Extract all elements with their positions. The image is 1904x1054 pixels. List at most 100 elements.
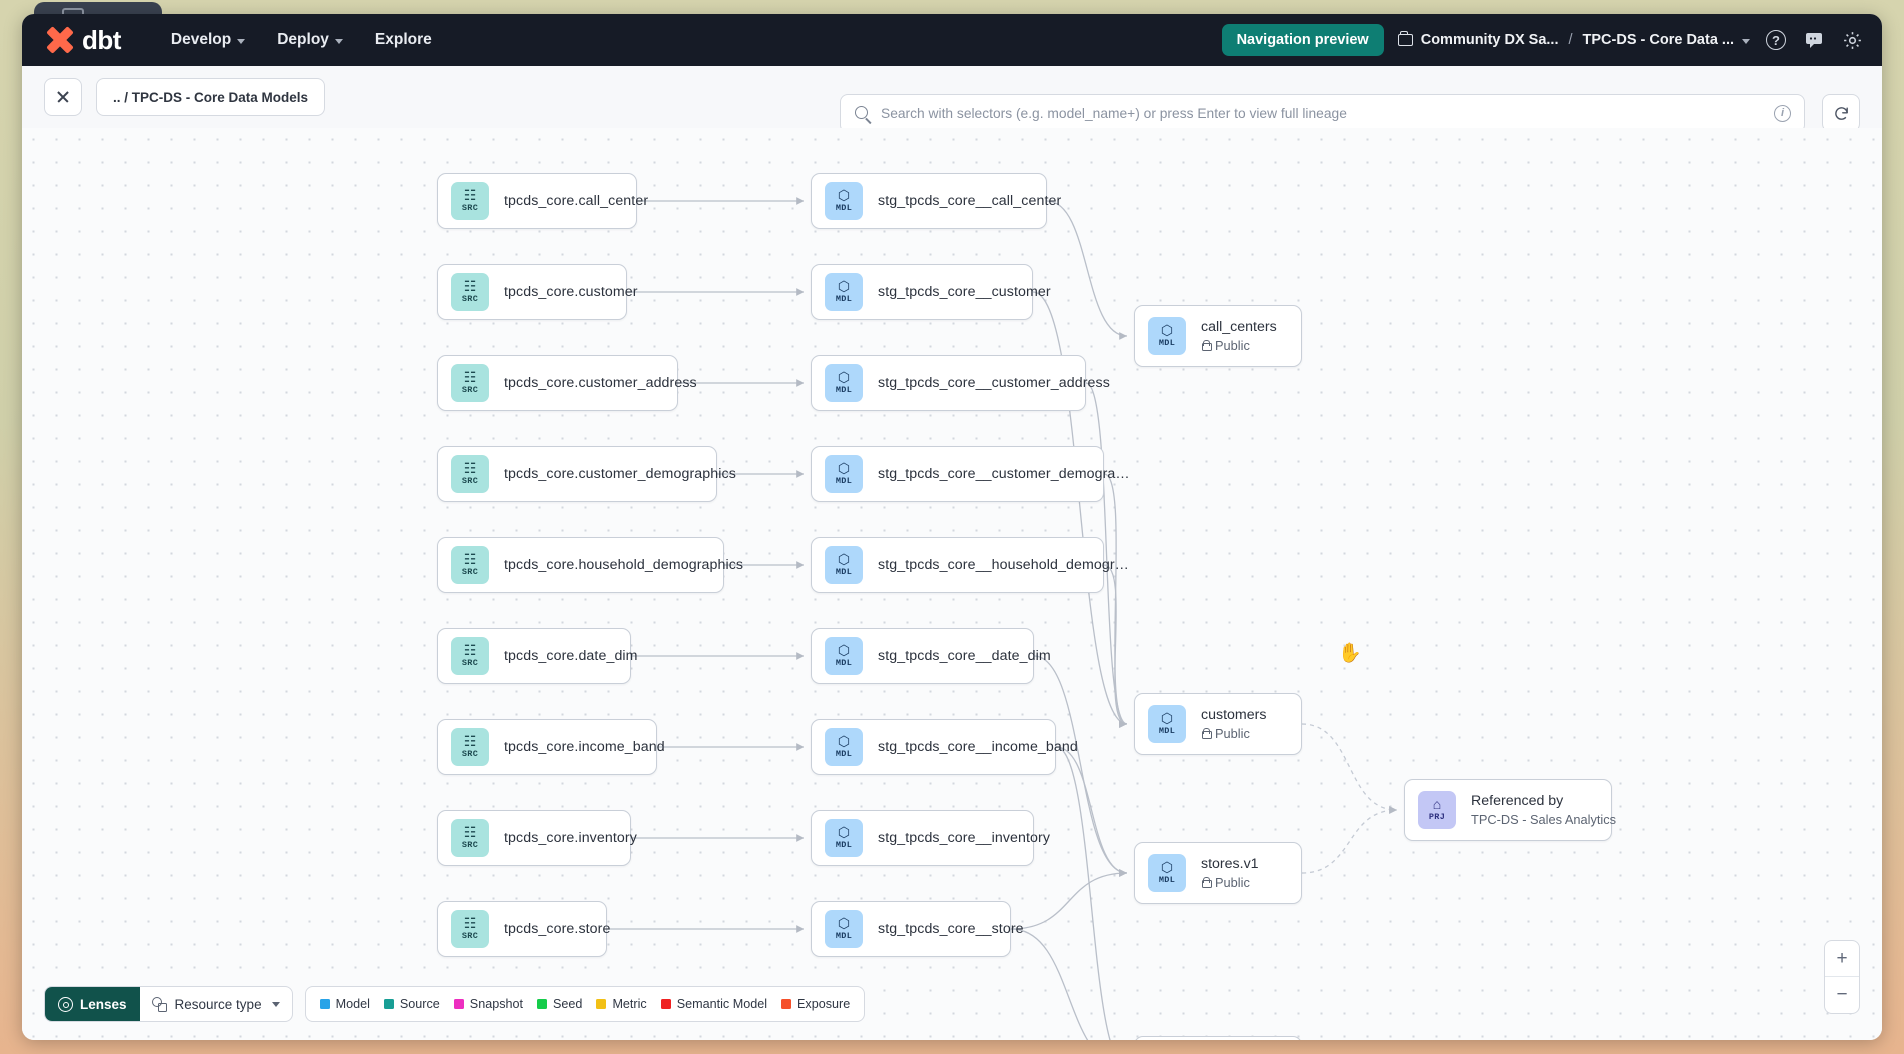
legend-item-metric[interactable]: Metric [596, 997, 647, 1011]
node-label: stg_tpcds_core__customer_address [878, 375, 1110, 391]
lenses-label: Lenses [80, 996, 127, 1012]
dbt-logo[interactable]: dbt [46, 25, 121, 56]
chevron-down-icon [334, 38, 343, 44]
node-text: Referenced by TPC-DS - Sales Analytics [1471, 793, 1616, 827]
help-button[interactable]: ? [1764, 28, 1788, 52]
node-title: stores.v1 [1201, 856, 1259, 872]
badge-glyph: ⬡ [1160, 859, 1174, 875]
nav-item-deploy[interactable]: Deploy [265, 25, 355, 55]
mdl-badge-icon: ⬡MDL [1148, 854, 1186, 892]
mdl-badge-icon: ⬡MDL [1148, 705, 1186, 743]
src-badge-icon: ☷SRC [451, 182, 489, 220]
search-input[interactable] [881, 106, 1764, 121]
navigation-preview-button[interactable]: Navigation preview [1221, 24, 1384, 56]
mdl-badge-icon: ⬡MDL [1148, 317, 1186, 355]
refresh-button[interactable] [1822, 94, 1860, 132]
mdl-badge-icon: ⬡MDL [825, 182, 863, 220]
legend-label: Snapshot [469, 997, 524, 1011]
top-navigation-bar: dbt Develop Deploy Explore Navigation pr… [22, 14, 1882, 66]
nav-item-develop[interactable]: Develop [159, 25, 257, 55]
node-label: tpcds_core.income_band [504, 739, 665, 755]
legend-item-model[interactable]: Model [319, 997, 370, 1011]
badge-type-label: MDL [1158, 338, 1176, 348]
feedback-button[interactable] [1802, 28, 1826, 52]
breadcrumb-account[interactable]: Community DX Sa... [1420, 32, 1559, 48]
badge-glyph: ⬡ [837, 915, 851, 931]
badge-type-label: MDL [835, 931, 853, 941]
nav-item-explore-label: Explore [374, 31, 432, 48]
chevron-down-icon [271, 1001, 280, 1007]
chevron-down-icon[interactable] [1742, 38, 1750, 44]
info-icon[interactable]: i [1774, 105, 1791, 122]
badge-glyph: ⬡ [837, 369, 851, 385]
close-lineage-button[interactable] [44, 78, 82, 116]
badge-glyph: ⬡ [837, 278, 851, 294]
bottom-toolbar: Lenses Resource type Model Source Snapshot… [44, 986, 866, 1022]
legend-item-exposure[interactable]: Exposure [781, 997, 850, 1011]
node-label: tpcds_core.date_dim [504, 648, 638, 664]
lineage-edge [1055, 746, 1111, 1040]
badge-type-label: MDL [835, 476, 853, 486]
node-subtitle: TPC-DS - Sales Analytics [1471, 812, 1616, 827]
refresh-icon [1834, 106, 1848, 120]
badge-glyph: ☷ [463, 369, 477, 385]
src-badge-icon: ☷SRC [451, 455, 489, 493]
resource-type-label: Resource type [174, 996, 262, 1012]
badge-glyph: ⬡ [837, 187, 851, 203]
graph-node-src_call_center[interactable]: ☷SRC tpcds_core.call_center [437, 173, 648, 229]
node-label: stg_tpcds_core__inventory [878, 830, 1051, 846]
legend-item-snapshot[interactable]: Snapshot [453, 997, 524, 1011]
node-label: tpcds_core.customer_demographics [504, 466, 736, 482]
legend-swatch [781, 999, 792, 1009]
lineage-breadcrumb-chip[interactable]: .. / TPC-DS - Core Data Models [96, 78, 326, 116]
legend-swatch [660, 999, 671, 1009]
graph-node-src_customer_demo[interactable]: ☷SRC tpcds_core.customer_demographics [437, 446, 736, 502]
zoom-out-button[interactable]: − [1836, 984, 1848, 1005]
node-label: tpcds_core.household_demographics [504, 557, 744, 573]
node-label: tpcds_core.call_center [504, 193, 649, 209]
legend-item-semantic-model[interactable]: Semantic Model [660, 997, 767, 1011]
lock-icon [1201, 877, 1212, 888]
legend-item-seed[interactable]: Seed [537, 997, 582, 1011]
badge-type-label: SRC [461, 294, 479, 304]
badge-type-label: MDL [835, 567, 853, 577]
settings-button[interactable] [1840, 28, 1864, 52]
node-label: stg_tpcds_core__date_dim [878, 648, 1051, 664]
node-title: Referenced by [1471, 793, 1564, 809]
mdl-badge-icon: ⬡MDL [825, 728, 863, 766]
zoom-in-button[interactable]: + [1825, 941, 1859, 977]
resource-type-dropdown[interactable]: Resource type [140, 987, 292, 1021]
lenses-button[interactable]: Lenses [45, 987, 140, 1021]
badge-type-label: SRC [461, 658, 479, 668]
nav-item-explore[interactable]: Explore [363, 25, 444, 55]
legend-item-source[interactable]: Source [383, 997, 440, 1011]
lock-icon [1201, 728, 1212, 739]
node-title: call_centers [1201, 319, 1277, 335]
src-badge-icon: ☷SRC [451, 364, 489, 402]
badge-type-label: SRC [461, 567, 479, 577]
breadcrumb-project[interactable]: TPC-DS - Core Data ... [1582, 32, 1734, 48]
